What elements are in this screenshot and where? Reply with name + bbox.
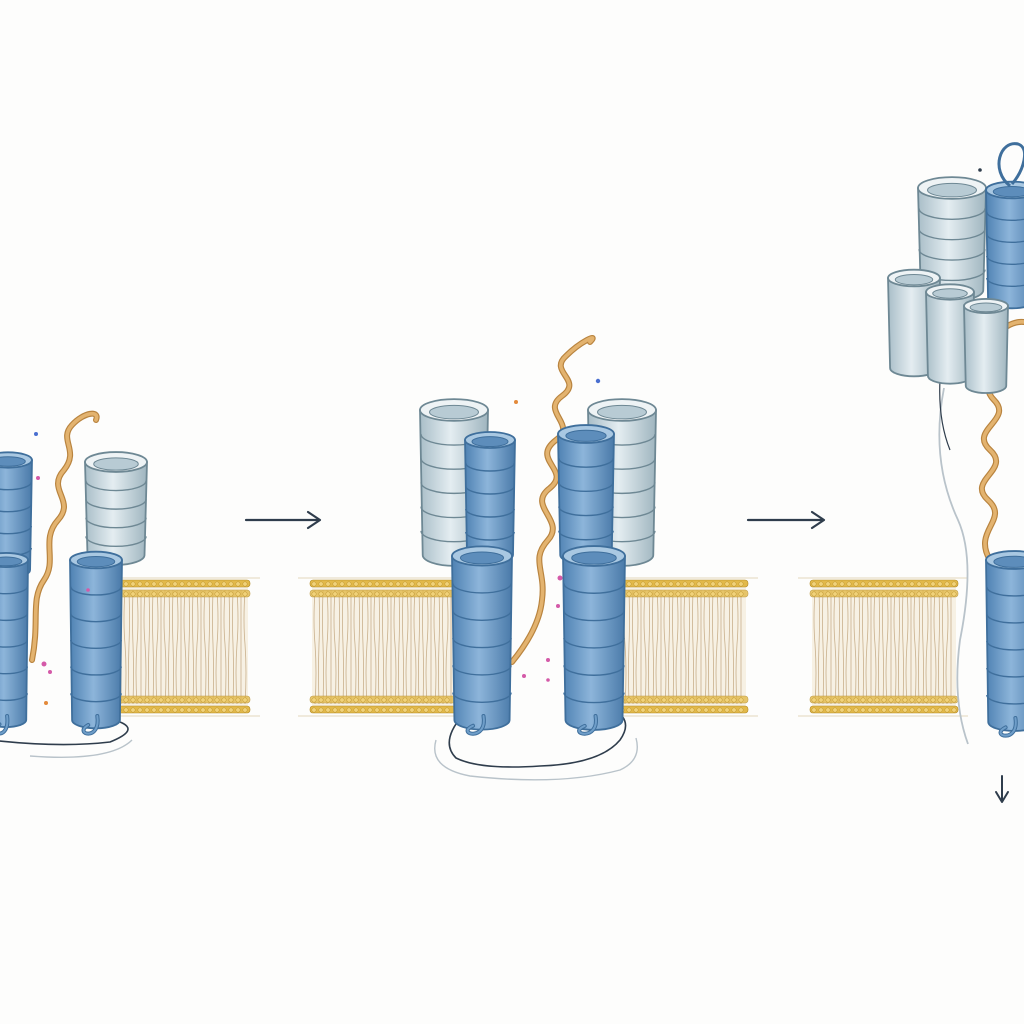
disordered-chain [509,335,596,665]
blue-helix [985,180,1024,310]
arrow-right [244,510,322,530]
lipid-bilayer-2a [298,577,466,717]
membrane-shadow [448,715,627,768]
lipid-bilayer-2b [592,577,758,717]
pale-helix [925,283,975,385]
blue-helix [985,550,1024,738]
membrane-shadow [29,739,133,758]
blue-helix [69,550,123,736]
top-loop [997,142,1024,188]
pore-outline [939,379,951,451]
blue-helix [0,451,33,579]
pale-helix [963,298,1009,394]
arrow-right [746,510,826,530]
lipid-bilayer-1 [96,577,260,717]
ion-dots [34,432,90,705]
pale-helix [84,451,148,566]
ion-dot [978,168,982,172]
blue-helix [464,431,516,564]
blue-helix [451,545,513,736]
arrow-down [995,775,1009,803]
blue-helix [0,552,29,736]
pore-outline [938,387,969,745]
blue-helix [562,545,626,736]
membrane-shadow [434,737,638,781]
stage-2 [298,335,758,781]
stage-1 [0,410,260,758]
blue-helix [557,424,615,565]
ion-dots [514,378,601,682]
stage-3 [798,142,1024,803]
disordered-chain [29,410,100,663]
membrane-shadow [0,721,129,746]
lipid-bilayer-3 [798,577,968,717]
